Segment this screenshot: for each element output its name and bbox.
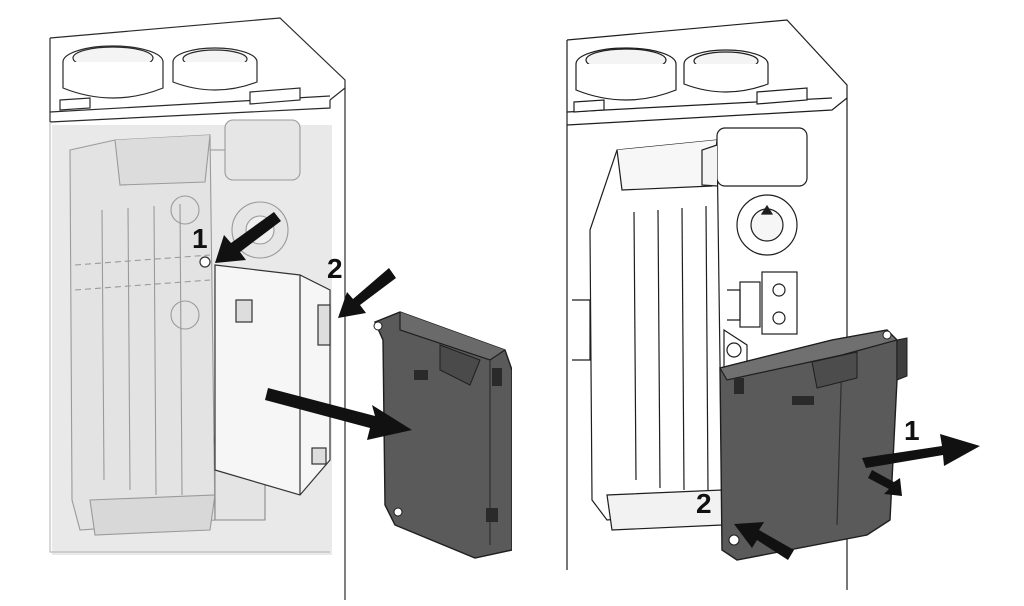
control-box-removed: [373, 311, 512, 559]
step-2-label: 2: [696, 488, 712, 519]
arrow-step-1: [862, 434, 980, 496]
arrow-step-2: [338, 268, 396, 318]
heat-exchanger: [69, 134, 216, 536]
step-2-label: 2: [327, 253, 343, 284]
control-box-removed: [719, 329, 908, 561]
fan-assembly: [701, 127, 808, 256]
left-illustration-panel: 1 2: [49, 17, 512, 600]
control-box-mounted: [199, 256, 331, 496]
arrow-pull-out: [265, 388, 412, 440]
step-1-label: 1: [904, 415, 920, 446]
arrow-step-1: [215, 212, 281, 263]
gas-valve: [723, 271, 798, 373]
boiler-casing: [566, 19, 848, 590]
arrow-step-2: [734, 522, 794, 560]
step-1-label: 1: [192, 223, 208, 254]
right-illustration-panel: 1 2: [512, 0, 1024, 606]
right-illustration-svg: 1 2: [566, 19, 980, 590]
left-illustration-svg: 1 2: [49, 17, 512, 600]
heat-exchanger: [572, 139, 723, 531]
